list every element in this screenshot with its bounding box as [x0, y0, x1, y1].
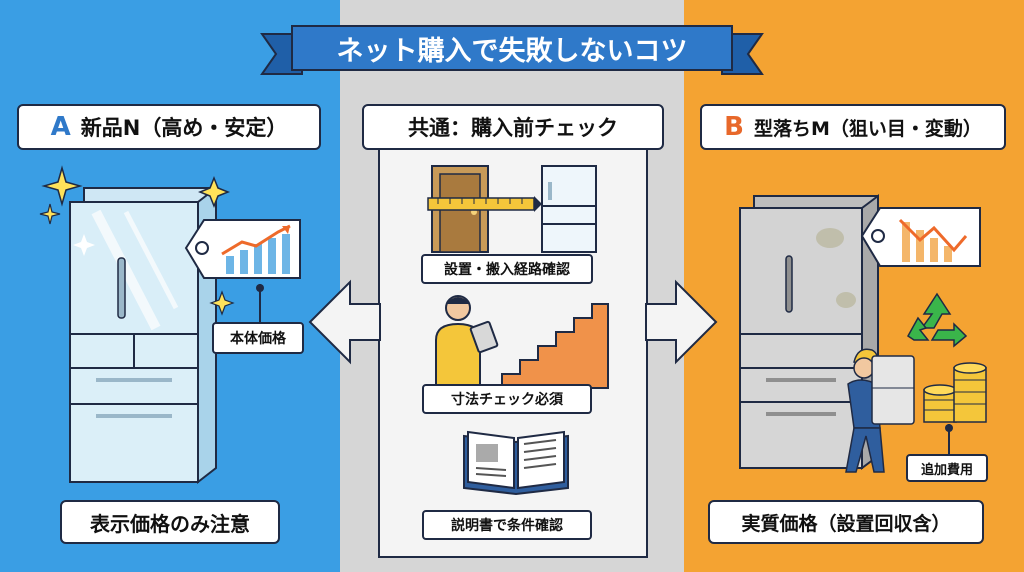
price-tag-connector — [256, 284, 264, 322]
extra-cost-tag: 追加費用 — [906, 454, 988, 482]
extra-cost-connector — [945, 424, 953, 454]
open-manual-icon — [463, 430, 569, 496]
panel-a-footer: 表示価格のみ注意 — [60, 500, 280, 544]
old-fridge-icon — [739, 194, 879, 470]
panel-a-header: A 新品N（高め・安定） — [17, 104, 321, 150]
common-item-3: 説明書で条件確認 — [422, 510, 592, 540]
right-arrow-icon — [645, 279, 718, 365]
rising-price-tag-icon — [184, 219, 301, 279]
body-price-tag: 本体価格 — [212, 322, 304, 354]
panel-a-header-text: 新品N（高め・安定） — [80, 116, 288, 140]
banner-ribbon-icon — [260, 25, 764, 75]
common-item-2: 寸法チェック必須 — [422, 384, 592, 414]
sparkle-icon — [39, 165, 235, 316]
common-item-1: 設置・搬入経路確認 — [421, 254, 593, 284]
coin-stack-icon — [923, 362, 987, 423]
panel-b-header: B 型落ちM（狙い目・変動） — [700, 104, 1006, 150]
falling-price-tag-icon — [860, 207, 981, 267]
worker-carrying-box-icon — [845, 348, 915, 473]
panel-b-letter: B — [724, 112, 744, 142]
banner-title: ネット購入で失敗しないコツ — [336, 35, 688, 67]
common-header: 共通：購入前チェック — [362, 104, 664, 150]
left-arrow-icon — [308, 279, 381, 365]
panel-b-header-text: 型落ちM（狙い目・変動） — [753, 117, 982, 140]
panel-a-letter: A — [50, 112, 71, 142]
panel-b-footer: 実質価格（設置回収含） — [708, 500, 984, 544]
recycle-icon — [907, 292, 968, 348]
person-stairs-tablet-icon — [435, 295, 609, 389]
door-fridge-measure-icon — [427, 165, 597, 253]
